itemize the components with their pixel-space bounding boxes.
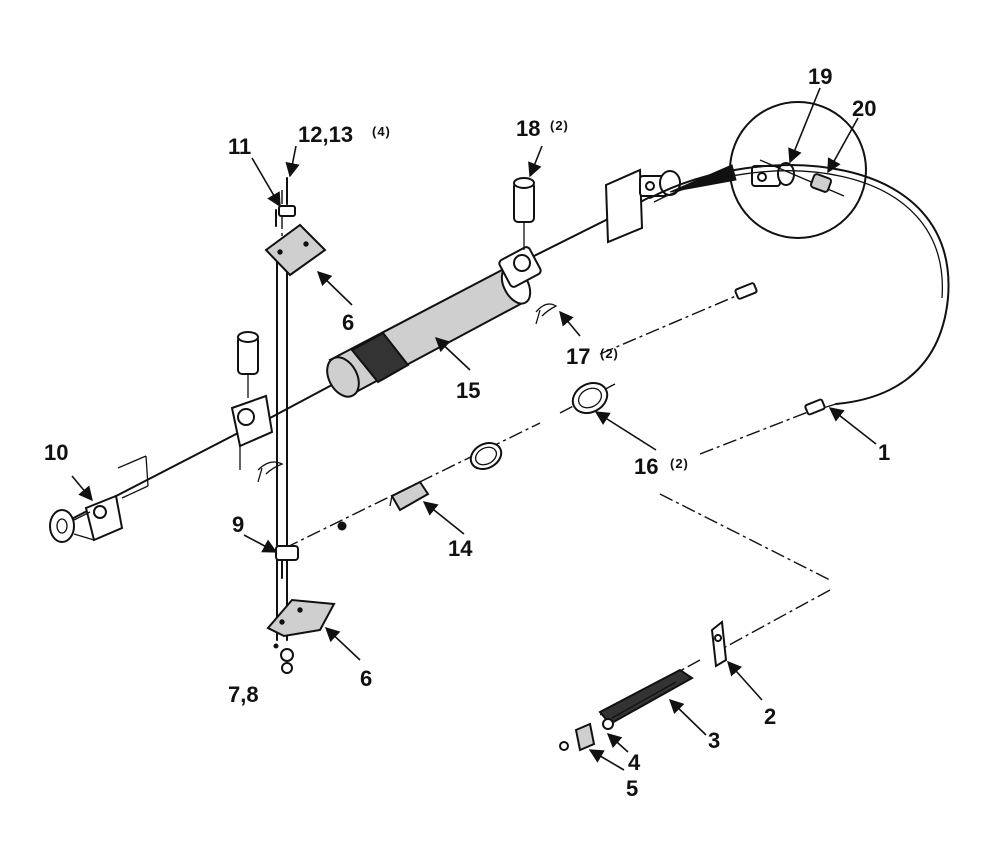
callout-5: 5 bbox=[626, 776, 638, 801]
callout-6-upper: 6 bbox=[342, 310, 354, 335]
callout-17: 17 bbox=[566, 344, 590, 369]
part-6-plate-upper bbox=[264, 223, 327, 277]
part-17-cotter-pin-upper bbox=[535, 303, 558, 325]
callout-12-13-quantity: (4) bbox=[372, 124, 391, 139]
callout-9: 9 bbox=[232, 512, 244, 537]
end-fitting-top-right bbox=[604, 168, 681, 244]
callout-10: 10 bbox=[44, 440, 68, 465]
callout-6-lower: 6 bbox=[360, 666, 372, 691]
callout-18: 18 bbox=[516, 116, 540, 141]
callout-16: 16 bbox=[634, 454, 658, 479]
leader-lines bbox=[71, 87, 877, 771]
part-4-washer bbox=[602, 718, 614, 730]
callout-12-13: 12,13 bbox=[298, 122, 353, 147]
callout-4: 4 bbox=[628, 750, 641, 775]
detail-bracket-left bbox=[117, 455, 149, 499]
part-14-bracket bbox=[389, 480, 430, 512]
clamp-band-middle bbox=[469, 442, 503, 470]
callout-14: 14 bbox=[448, 536, 473, 561]
part-2-bracket bbox=[710, 620, 728, 668]
part-3-handle bbox=[598, 668, 694, 726]
part-6-plate-lower bbox=[266, 598, 336, 638]
part-10-end-fitting bbox=[49, 494, 124, 543]
part-15-cylinder bbox=[326, 246, 542, 398]
part-18-pin-lower bbox=[237, 331, 259, 398]
callout-2: 2 bbox=[764, 704, 776, 729]
part-7-8-hardware bbox=[273, 643, 294, 674]
callout-1: 1 bbox=[878, 440, 890, 465]
detail-circle bbox=[669, 101, 867, 239]
part-1-control-cable bbox=[599, 164, 950, 455]
part-12-13-screws bbox=[275, 177, 288, 227]
part-11-clamp bbox=[278, 205, 296, 217]
callout-19: 19 bbox=[808, 64, 832, 89]
lower-assembly-alignment bbox=[599, 493, 831, 716]
callout-15: 15 bbox=[456, 378, 480, 403]
rod-clevis bbox=[230, 394, 274, 470]
callout-20: 20 bbox=[852, 96, 876, 121]
callout-11: 11 bbox=[228, 134, 251, 159]
callout-16-quantity: (2) bbox=[670, 456, 689, 471]
callout-17-quantity: (2) bbox=[600, 346, 619, 361]
part-5-clip bbox=[559, 722, 596, 752]
callout-3: 3 bbox=[708, 728, 720, 753]
callout-7-8: 7,8 bbox=[228, 682, 259, 707]
part-9-fitting bbox=[275, 521, 347, 579]
callout-18-quantity: (2) bbox=[550, 118, 569, 133]
part-16-clamp-band bbox=[571, 382, 609, 414]
part-18-pin-upper bbox=[513, 177, 535, 250]
part-17-cotter-pin-lower bbox=[257, 461, 284, 483]
